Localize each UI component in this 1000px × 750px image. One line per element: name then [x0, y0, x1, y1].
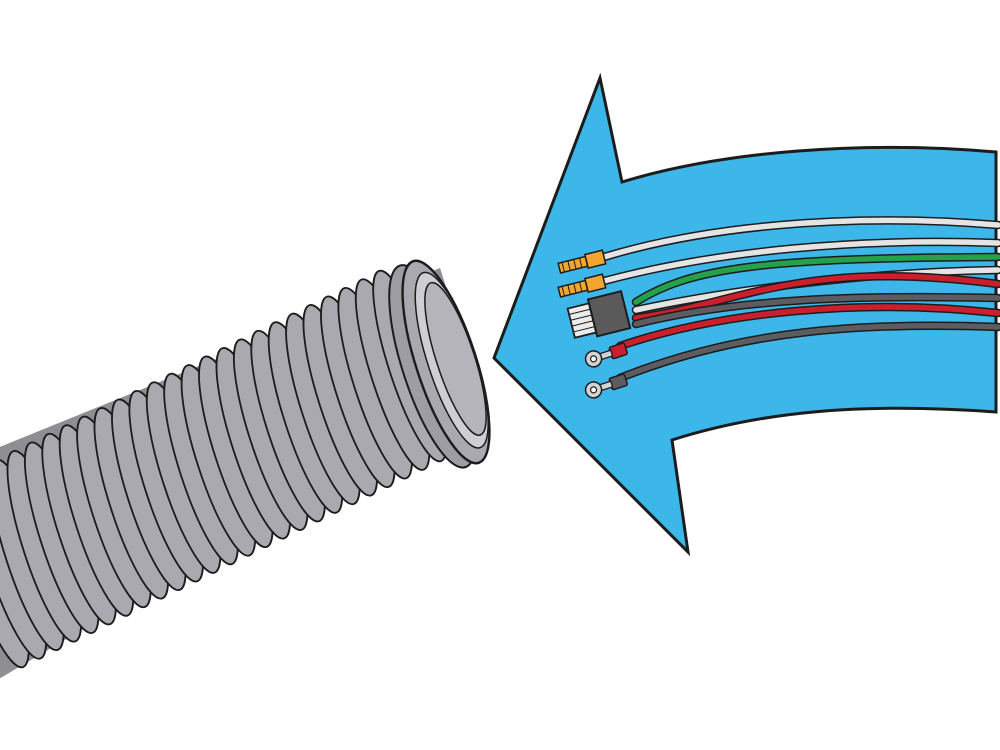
corrugated-conduit — [0, 259, 491, 679]
multi-pin-connector — [566, 290, 632, 339]
gray-wire-1 — [631, 292, 1000, 329]
red-wire-2 — [615, 302, 1000, 351]
gold-pin-1 — [557, 249, 607, 274]
gray-wire-2 — [615, 321, 1000, 383]
red-wire-1 — [631, 271, 1000, 323]
ring-terminal-red — [584, 342, 628, 368]
white-wire-2 — [599, 237, 1000, 286]
gold-pin-2 — [557, 273, 607, 298]
wire-bundle — [557, 216, 1000, 399]
conduit-opening — [388, 259, 491, 469]
ring-terminal-gray — [584, 373, 628, 399]
white-wire-1 — [599, 216, 1000, 262]
green-wire — [631, 252, 1000, 307]
